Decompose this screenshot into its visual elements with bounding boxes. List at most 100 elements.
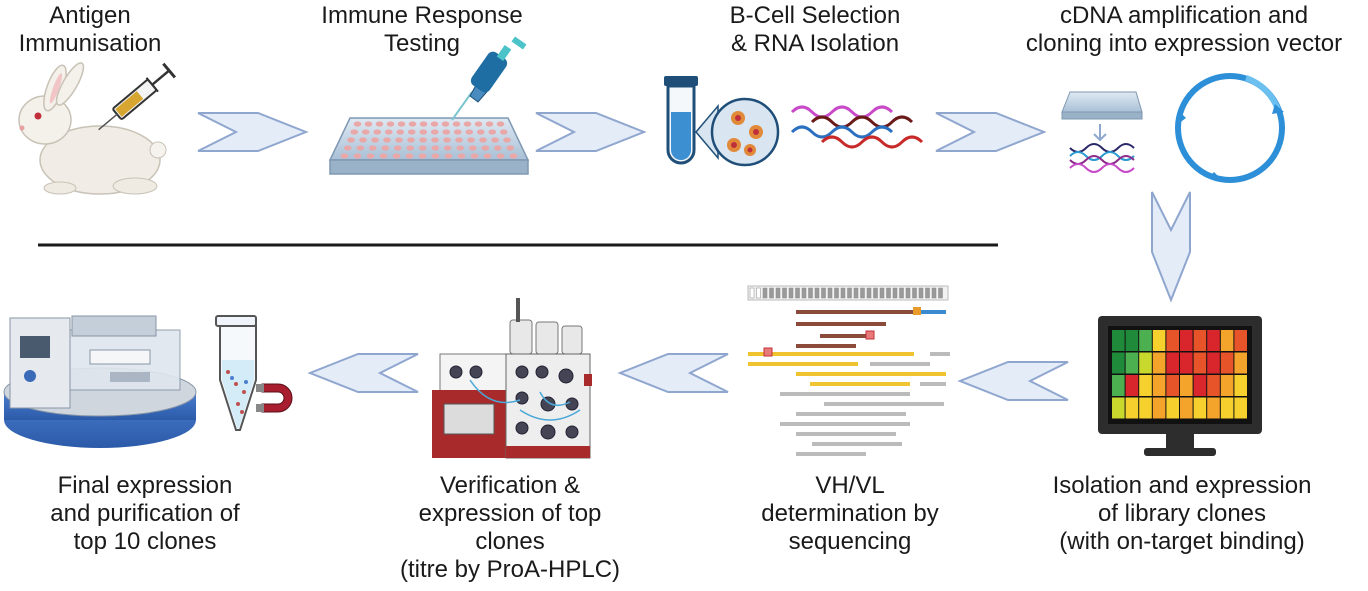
heatmap-cell: [1234, 352, 1247, 374]
step-label-library-clones: Isolation and expression of library clon…: [1022, 472, 1342, 556]
well: [443, 137, 451, 143]
monitor-heatmap-icon: [1098, 316, 1262, 456]
heatmap-cell: [1152, 375, 1166, 396]
sequence-tick: [762, 287, 768, 299]
heatmap-cell: [1166, 352, 1179, 374]
heatmap-cell: [1207, 352, 1220, 374]
heatmap-cell: [1193, 397, 1207, 419]
well: [375, 121, 384, 127]
heatmap-cell: [1180, 375, 1193, 396]
flow-arrow-4: [957, 361, 1069, 401]
step-1-line-2: Immunisation: [18, 30, 162, 57]
well: [418, 145, 427, 151]
well: [430, 129, 439, 135]
well: [350, 129, 359, 135]
sequence-tick: [840, 287, 846, 299]
syringe-icon: [98, 62, 177, 131]
heatmap-cell: [1139, 397, 1152, 419]
heatmap-cell: [1234, 375, 1247, 396]
step-label-b-cell-selection: B-Cell Selection & RNA Isolation: [700, 2, 930, 58]
well: [405, 153, 414, 159]
sequence-tick: [925, 287, 930, 299]
sequence-tick: [931, 287, 937, 299]
magnet-icon: [256, 383, 293, 413]
sequence-tick: [749, 287, 755, 299]
well: [509, 153, 518, 159]
step-7-line-1: Verification &: [439, 472, 581, 499]
step-1-line-1: Antigen: [49, 2, 131, 29]
sequence-tick: [782, 287, 787, 299]
step-2-line-2: Testing: [383, 30, 461, 57]
well: [407, 137, 415, 143]
heatmap-cell: [1234, 330, 1247, 351]
flow-arrow-down: [1151, 191, 1191, 303]
hplc-instrument-icon: [432, 298, 592, 459]
well-plate-icon: [328, 117, 530, 175]
b-cell-icon: [695, 97, 780, 167]
sequence-tick: [912, 287, 917, 299]
step-8-line-1: Final expression: [57, 472, 233, 499]
well: [456, 145, 465, 151]
well: [366, 153, 375, 159]
well: [431, 153, 440, 159]
heatmap-cell: [1112, 375, 1125, 396]
step-4-line-2: cloning into expression vector: [1025, 30, 1343, 57]
well: [361, 129, 370, 135]
well: [373, 129, 382, 135]
well: [442, 129, 451, 135]
sequence-tick: [879, 287, 885, 299]
heatmap-cell: [1166, 397, 1179, 419]
heatmap-cell: [1180, 352, 1193, 374]
well: [343, 145, 352, 151]
well: [468, 145, 477, 151]
well: [453, 129, 462, 135]
well: [395, 137, 403, 143]
heatmap-cell: [1139, 375, 1152, 396]
flow-arrow-6: [307, 353, 419, 393]
flow-arrow-1: [197, 112, 309, 152]
sequence-tick: [899, 287, 904, 299]
heatmap-cell: [1139, 330, 1152, 351]
heatmap-cell: [1193, 375, 1207, 396]
well: [476, 129, 485, 135]
well: [465, 129, 474, 135]
flow-arrow-5: [617, 353, 729, 393]
sequence-tick: [847, 287, 852, 299]
well: [485, 121, 494, 127]
sequence-tick: [775, 287, 781, 299]
step-5-line-1: Isolation and expression: [1052, 472, 1312, 499]
plasmid-icon: [1175, 73, 1285, 183]
well: [431, 137, 439, 143]
well: [441, 121, 450, 127]
heatmap-cell: [1112, 330, 1125, 351]
well: [491, 137, 499, 143]
well: [481, 145, 490, 151]
sequence-tick: [853, 287, 859, 299]
heatmap-cell: [1112, 397, 1125, 419]
step-label-antigen-immunisation: Antigen Immunisation: [0, 2, 180, 58]
well: [406, 145, 415, 151]
heatmap-cell: [1207, 397, 1220, 419]
well: [499, 129, 508, 135]
well: [397, 121, 406, 127]
step-7-line-2: expression of top: [418, 500, 602, 527]
well: [392, 153, 401, 159]
heatmap-cell: [1152, 397, 1166, 419]
well: [368, 145, 377, 151]
well: [457, 153, 466, 159]
well: [396, 129, 405, 135]
heatmap-cell: [1166, 375, 1179, 396]
dna-icon: [1069, 143, 1135, 173]
well: [503, 137, 511, 143]
sequence-tick: [860, 287, 865, 299]
heatmap-cell: [1125, 330, 1139, 351]
step-3-line-1: B-Cell Selection: [729, 2, 901, 29]
well: [407, 129, 416, 135]
step-6-line-3: sequencing: [788, 528, 912, 555]
step-label-immune-response-testing: Immune Response Testing: [302, 2, 542, 58]
step-7-line-4: (titre by ProA-HPLC): [399, 556, 621, 583]
well: [463, 121, 472, 127]
sequence-tick: [827, 287, 833, 299]
well: [467, 137, 475, 143]
step-8-line-3: top 10 clones: [73, 528, 217, 555]
